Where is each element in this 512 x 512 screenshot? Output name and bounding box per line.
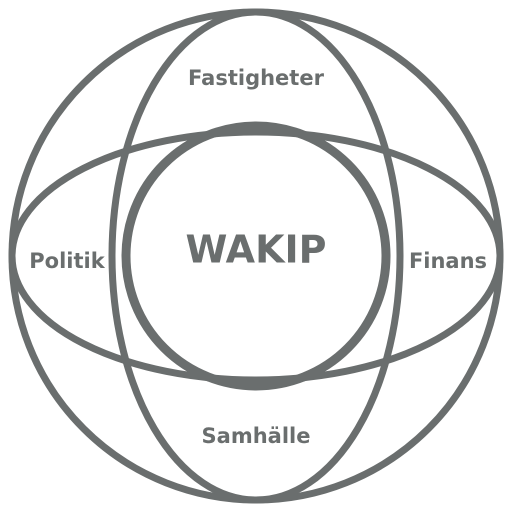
- center-circle: [121, 121, 391, 391]
- horizontal-ellipse: [8, 128, 504, 384]
- label-left: Politik: [29, 249, 105, 273]
- label-center: WAKIP: [185, 228, 326, 272]
- vertical-ellipse: [108, 8, 404, 504]
- label-top: Fastigheter: [188, 66, 325, 90]
- label-bottom: Samhälle: [202, 424, 311, 448]
- label-right: Finans: [409, 249, 487, 273]
